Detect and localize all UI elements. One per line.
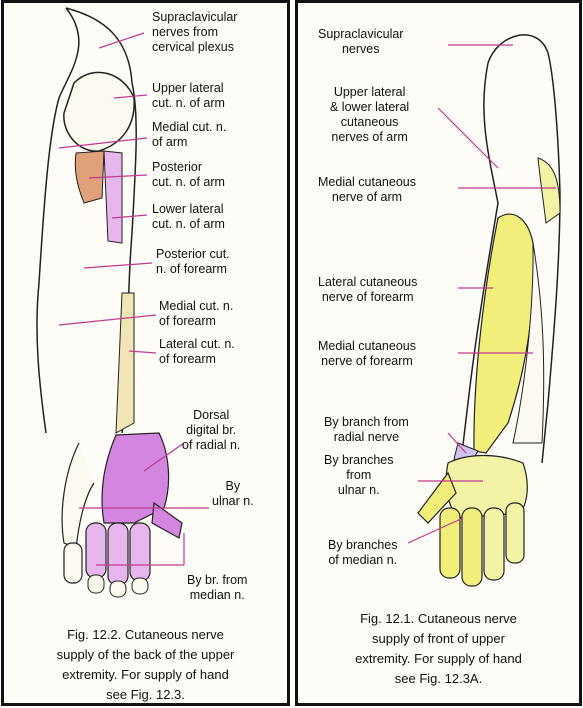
label-lateral-cut-forearm: Lateral cut. n.of forearm: [159, 337, 235, 367]
label-medial-cut-forearm: Medial cut. n.of forearm: [159, 299, 233, 329]
label-posterior-cut-forearm: Posterior cut.n. of forearm: [156, 247, 230, 277]
label-medial-cut-arm: Medial cut. n.of arm: [152, 120, 226, 150]
